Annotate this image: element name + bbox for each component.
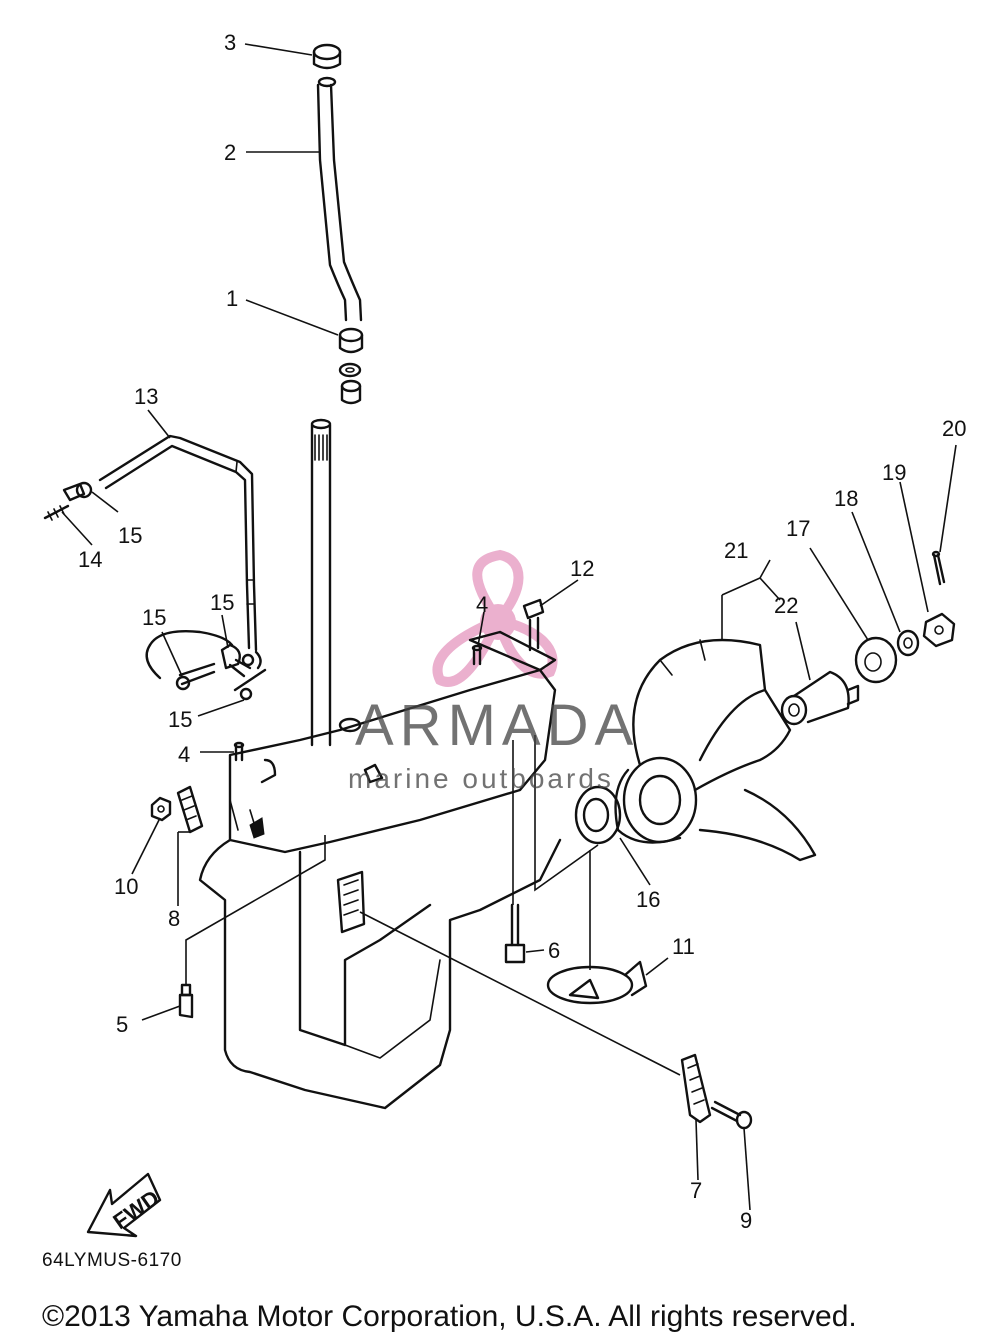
callout-17: 17	[786, 516, 810, 541]
drive-shaft	[310, 418, 332, 747]
fwd-arrow: FWD	[86, 1172, 164, 1238]
part-15-clamps	[145, 630, 267, 701]
callout-12: 12	[570, 556, 594, 581]
part-12-bolt	[522, 598, 545, 652]
part-6-bolt	[504, 903, 526, 964]
watermark-brand: ARMADA	[355, 693, 639, 758]
callout-8: 8	[168, 906, 180, 931]
part-20-cotter-pin	[931, 550, 946, 586]
drawing-code: 64LYMUS-6170	[42, 1250, 182, 1271]
part-2-water-pipe	[316, 83, 363, 322]
part-16-thrust-washer	[574, 785, 622, 845]
callout-22: 22	[774, 593, 798, 618]
callout-15b: 15	[142, 605, 166, 630]
part-1-grommet	[338, 327, 364, 405]
callout-13: 13	[134, 384, 158, 409]
callout-2: 2	[224, 140, 236, 165]
part-9-bolt	[710, 1100, 753, 1130]
callout-15c: 15	[210, 590, 234, 615]
part-8-anode	[176, 785, 204, 834]
callout-16: 16	[636, 887, 660, 912]
callout-1: 1	[226, 286, 238, 311]
part-18-washer	[896, 629, 920, 657]
part-21-propeller	[614, 638, 817, 862]
lower-unit-housing	[198, 630, 562, 1110]
callout-21: 21	[724, 538, 748, 563]
part-10-nut	[150, 796, 172, 822]
part-4-dowel-pins	[233, 644, 483, 762]
callout-4a: 4	[476, 592, 488, 617]
part-19-nut	[922, 612, 956, 648]
callout-14: 14	[78, 547, 102, 572]
callout-20: 20	[942, 416, 966, 441]
part-5-bolt	[178, 983, 194, 1019]
part-14-screw	[43, 481, 93, 521]
callout-6: 6	[548, 938, 560, 963]
callout-7: 7	[690, 1178, 702, 1203]
callout-11: 11	[672, 934, 695, 959]
part-7-anode	[680, 1053, 712, 1124]
callout-5: 5	[116, 1012, 128, 1037]
part-3-cap	[312, 43, 342, 88]
callout-10: 10	[114, 874, 138, 899]
callout-19: 19	[882, 460, 906, 485]
part-22-spacer	[780, 670, 860, 726]
leader-lines	[61, 43, 957, 1211]
callout-3: 3	[224, 30, 236, 55]
part-11-trim-tab	[546, 960, 648, 1005]
part-13-hose	[98, 434, 258, 652]
watermark-tagline: marine outboards	[348, 763, 614, 794]
watermark-propeller-logo	[432, 549, 558, 687]
callout-18: 18	[834, 486, 858, 511]
callout-15a: 15	[118, 523, 142, 548]
callout-labels: 3 2 1 13 15 14 15 15 15 4 4 12 10 8 5 6 …	[78, 30, 966, 1233]
callout-15d: 15	[168, 707, 192, 732]
callout-9: 9	[740, 1208, 752, 1233]
copyright-notice: ©2013 Yamaha Motor Corporation, U.S.A. A…	[42, 1300, 857, 1333]
part-17-washer	[854, 636, 898, 684]
callout-4b: 4	[178, 742, 190, 767]
